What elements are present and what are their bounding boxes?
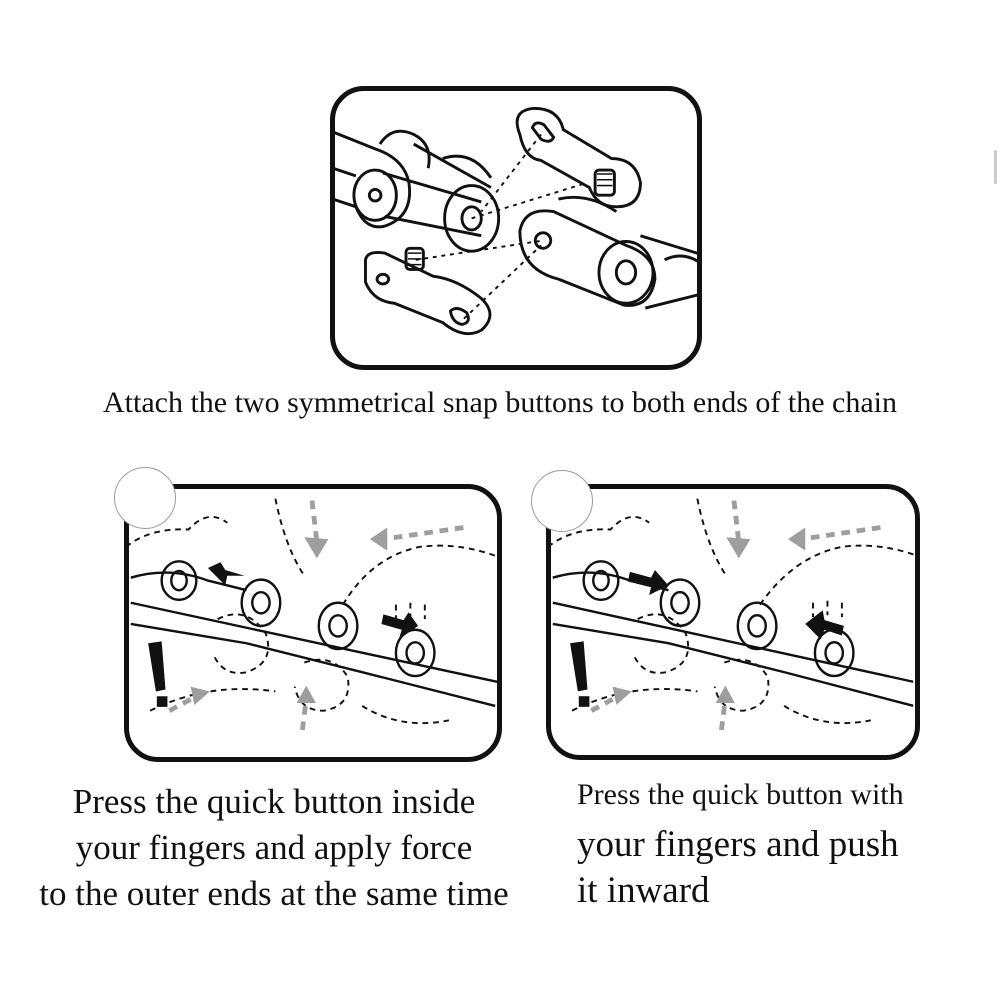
- gray-arrow-icon: [590, 500, 881, 731]
- panel-attach-snap-buttons: [330, 86, 702, 370]
- dark-arrow-icon: [207, 562, 419, 640]
- exclamation-icon: [148, 641, 168, 707]
- caption-push-inward-line: it inward: [577, 870, 710, 911]
- hand-press-icon: [129, 498, 497, 731]
- step-badge-icon: [114, 467, 176, 529]
- gray-arrow-icon: [168, 500, 464, 731]
- caption-push-inward-line: your fingers and push: [577, 824, 899, 865]
- caption-push-inward-line: Press the quick button with: [577, 778, 904, 811]
- caption-attach: Attach the two symmetrical snap buttons …: [102, 386, 897, 419]
- panel-press-outward: [124, 484, 502, 762]
- hand-press-icon: [551, 498, 915, 731]
- caption-press-outward-line: to the outer ends at the same time: [39, 874, 509, 913]
- dark-arrow-icon: [627, 569, 844, 640]
- step-badge-icon: [531, 470, 593, 532]
- panel-push-inward: [546, 484, 920, 760]
- caption-press-outward-line: your fingers and apply force: [75, 828, 473, 867]
- caption-press-outward-line: Press the quick button inside: [72, 782, 476, 821]
- chain-link-icon: [335, 106, 697, 336]
- exclamation-icon: [570, 641, 590, 707]
- edge-marker: [994, 150, 997, 184]
